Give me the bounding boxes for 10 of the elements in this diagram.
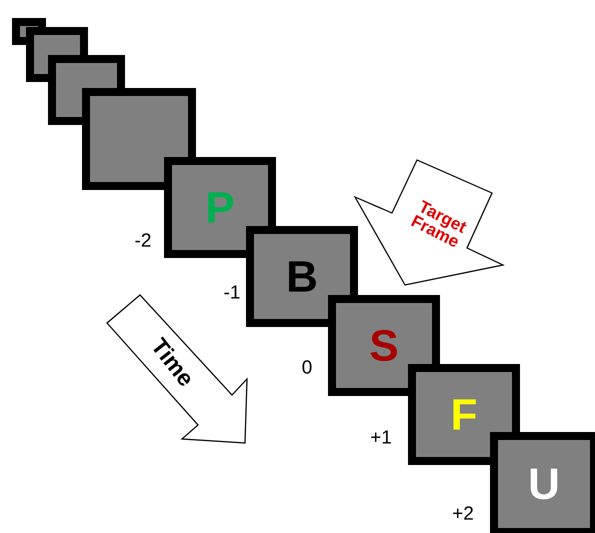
blank-frame	[82, 88, 196, 190]
letter-frame: U	[490, 432, 595, 533]
letter-frame: B	[246, 226, 358, 327]
frame-offset-label: +1	[371, 430, 391, 444]
frame-offset-label: 0	[302, 360, 312, 374]
letter-frame: S	[328, 295, 440, 396]
frame-offset-label: +2	[453, 506, 473, 520]
letter-frame: P	[164, 157, 276, 258]
frame-offset-label: -2	[135, 233, 150, 247]
letter-frame: F	[408, 364, 520, 465]
